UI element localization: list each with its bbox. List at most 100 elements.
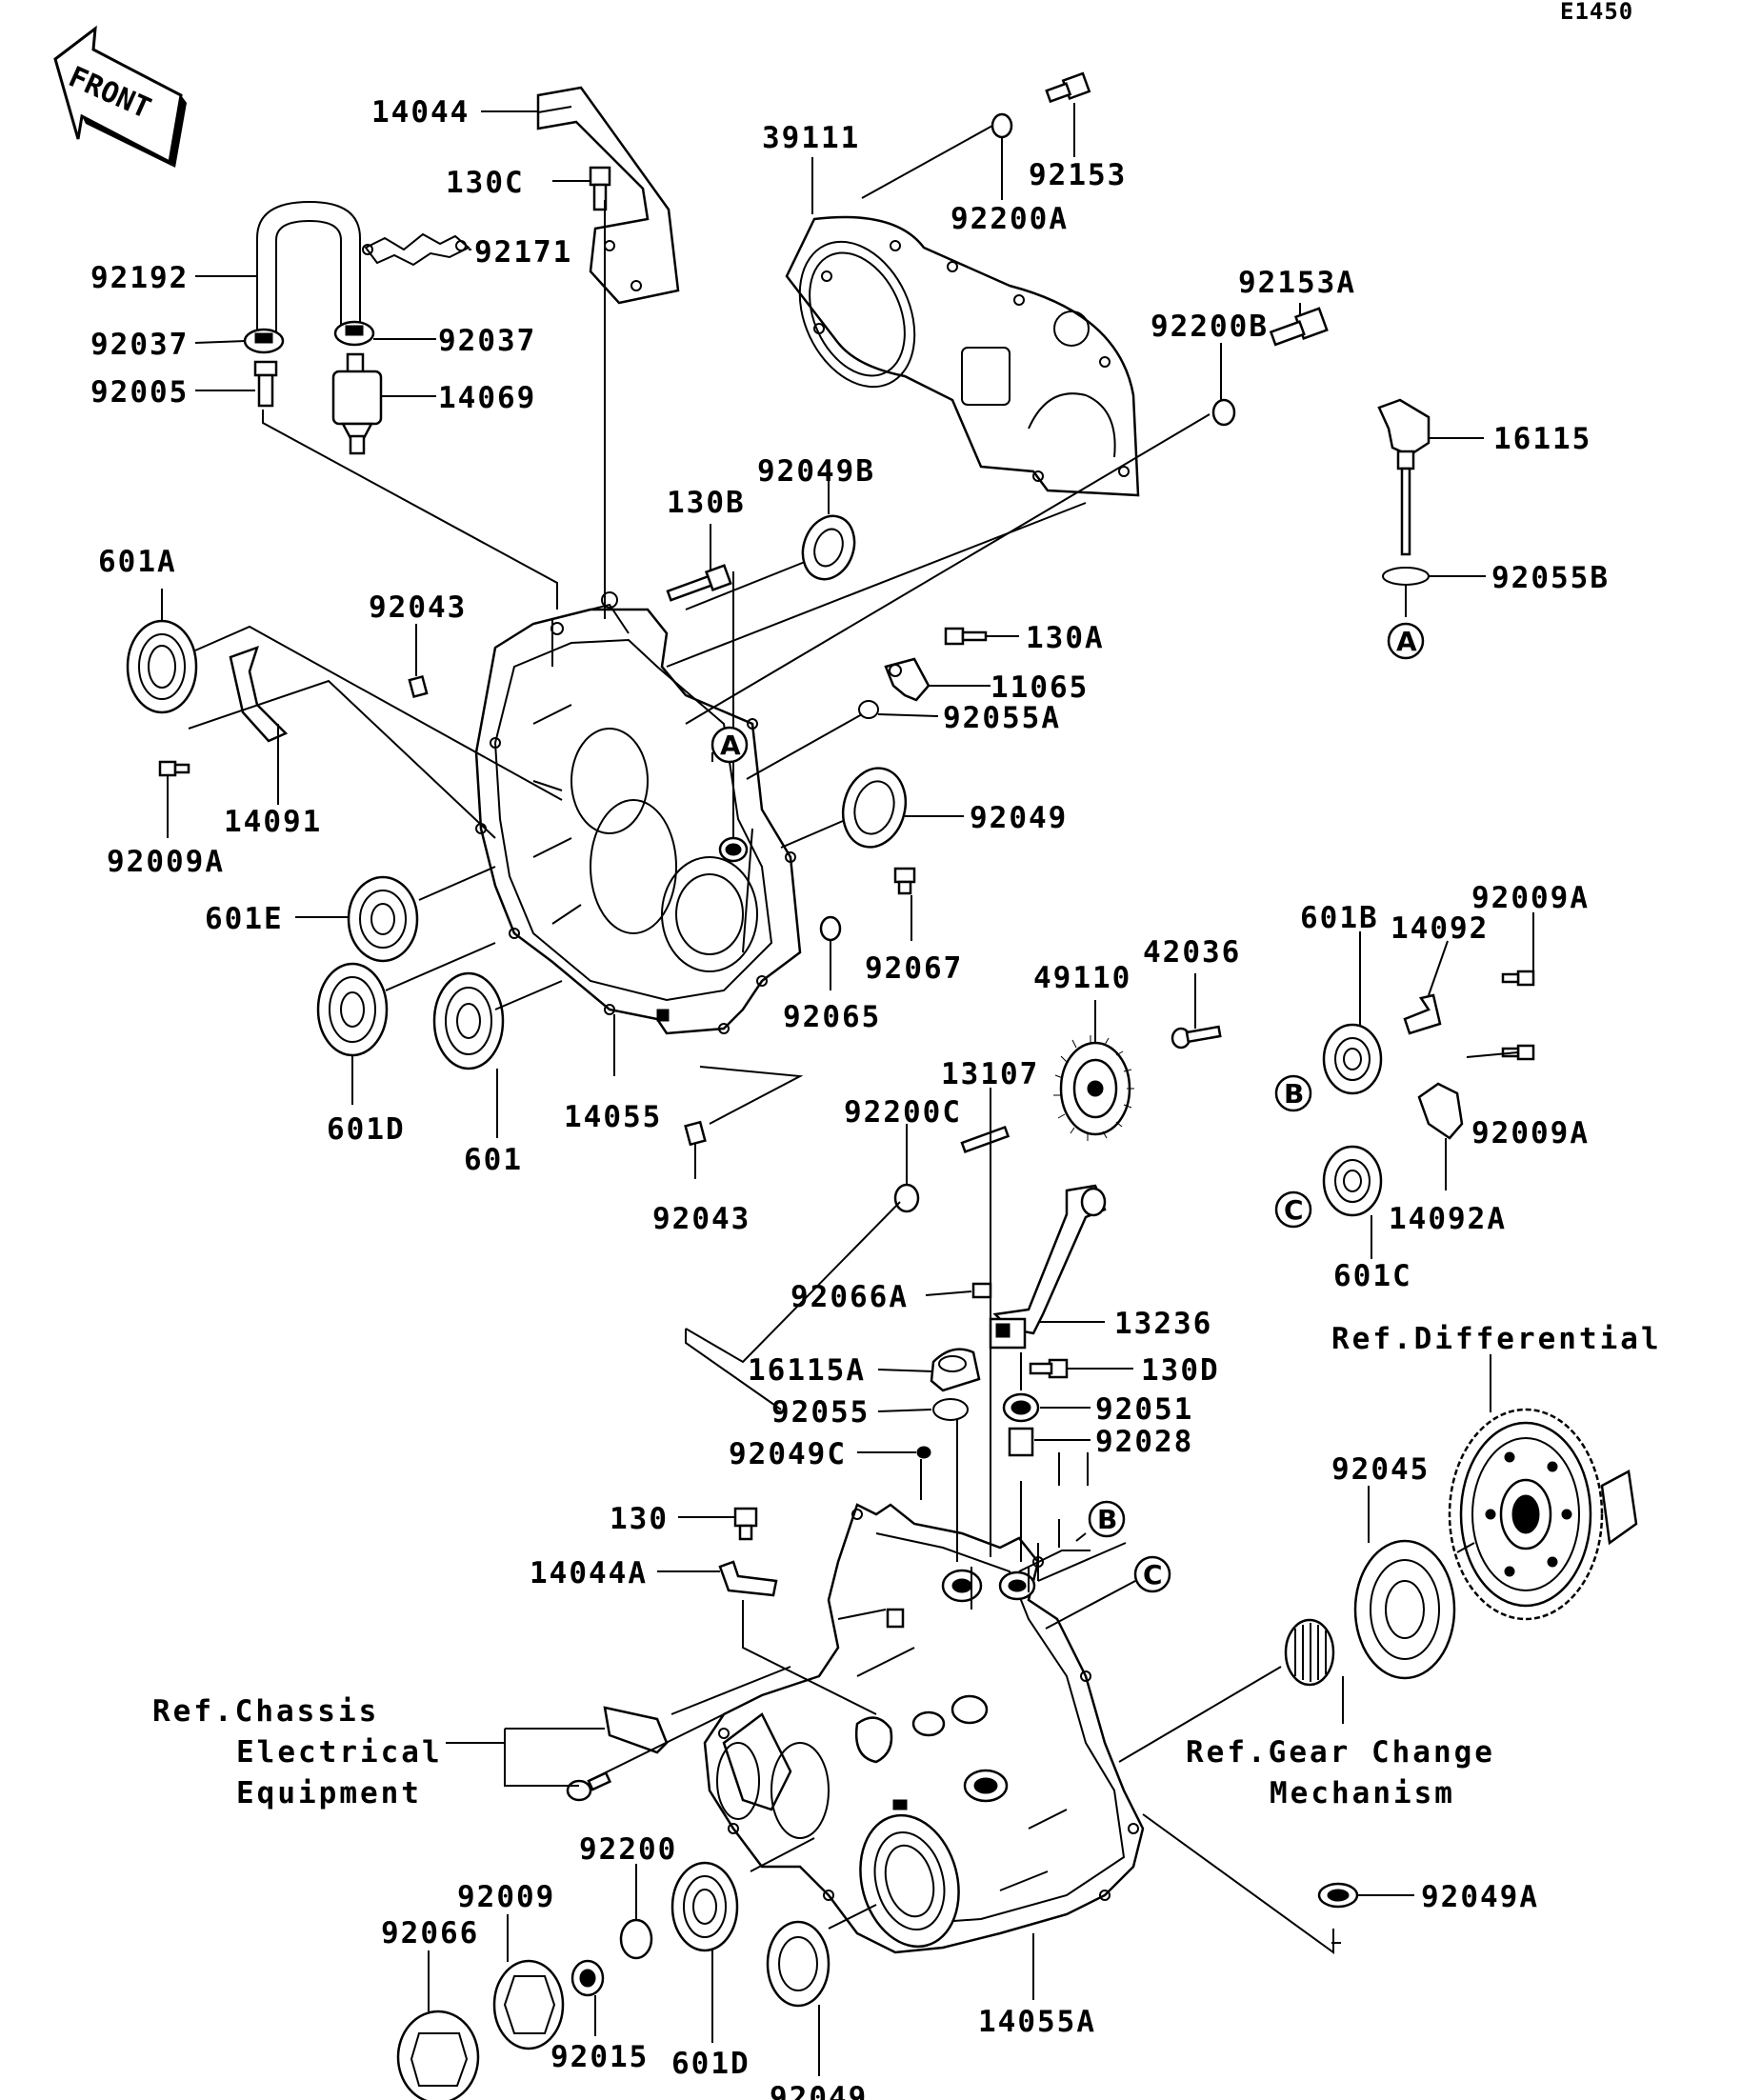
screw-92009A-right1-part	[1501, 970, 1535, 987]
bearing-601C-part	[1322, 1145, 1383, 1217]
label-92009A-right1: 92009A	[1471, 881, 1590, 915]
seal-92049-bottom-part	[766, 1920, 830, 2008]
gear-49110-part	[1053, 1035, 1134, 1141]
clamp-92171-part	[362, 232, 470, 267]
label-92009A-left: 92009A	[107, 845, 225, 879]
hose-92192-part	[256, 200, 361, 333]
seal-92009-part	[492, 1959, 565, 2050]
label-92200C: 92200C	[844, 1095, 962, 1130]
label-92055B: 92055B	[1491, 561, 1610, 595]
ref-chassis-line2: Electrical	[236, 1735, 443, 1770]
label-601D-bottom: 601D	[671, 2047, 750, 2081]
label-92037-right: 92037	[438, 324, 536, 358]
label-130C: 130C	[446, 166, 525, 200]
label-92009A-right2: 92009A	[1471, 1116, 1590, 1150]
shaft-13107-part	[960, 1125, 1011, 1153]
label-16115: 16115	[1493, 422, 1591, 456]
cap-92066-part	[396, 2010, 480, 2100]
seal-92049B-part	[801, 514, 856, 581]
label-601: 601	[464, 1143, 523, 1177]
label-14069: 14069	[438, 381, 536, 415]
label-601D-top: 601D	[327, 1112, 406, 1147]
label-92200: 92200	[579, 1832, 677, 1867]
label-92043-top: 92043	[369, 590, 467, 625]
label-92055A: 92055A	[943, 701, 1061, 735]
bolt-92153-part	[1045, 71, 1091, 104]
bracket-14044A-part	[718, 1560, 778, 1597]
label-92066A: 92066A	[790, 1280, 909, 1314]
washer-92200-part	[619, 1918, 653, 1960]
plug-92067-part	[893, 867, 916, 895]
label-92043-bottom: 92043	[652, 1202, 750, 1236]
bolt-130C-part	[589, 166, 611, 211]
dipstick-16115-part	[1377, 398, 1431, 556]
callout-C-lower: C	[1133, 1555, 1171, 1593]
bolt-130D-part	[1029, 1358, 1069, 1379]
label-92171: 92171	[474, 235, 572, 270]
label-92200A: 92200A	[951, 202, 1069, 236]
label-11065: 11065	[991, 670, 1089, 705]
callout-C-right: C	[1274, 1190, 1312, 1229]
bearing-601D-bottom-part	[670, 1861, 739, 1952]
screw-92009A-left-part	[158, 760, 190, 777]
label-92037-left: 92037	[90, 328, 189, 362]
label-92049-mid: 92049	[970, 801, 1068, 835]
label-92153: 92153	[1029, 158, 1127, 192]
label-92049C: 92049C	[729, 1437, 847, 1471]
bearing-601E-part	[347, 875, 419, 963]
label-601B: 601B	[1300, 901, 1379, 935]
bearing-601-part	[432, 971, 505, 1070]
front-arrow-icon: FRONT	[53, 25, 187, 168]
oring-92055-part	[932, 1398, 969, 1421]
crankcase-14055-part	[474, 591, 802, 1035]
plate-14091-part	[229, 645, 289, 743]
svg-text:C: C	[1143, 1559, 1163, 1590]
crankcase-14055A-part	[703, 1503, 1145, 1954]
svg-text:A: A	[720, 730, 741, 761]
label-92045: 92045	[1331, 1452, 1430, 1487]
pin-42036-part	[1171, 1025, 1222, 1050]
label-92005: 92005	[90, 375, 189, 410]
label-14092A: 14092A	[1389, 1202, 1507, 1236]
callout-B-right: B	[1274, 1074, 1312, 1112]
label-92066: 92066	[381, 1916, 479, 1950]
label-13107: 13107	[941, 1057, 1039, 1091]
label-130B: 130B	[667, 486, 746, 520]
label-13236: 13236	[1114, 1307, 1212, 1341]
bearing-601B-part	[1322, 1023, 1383, 1095]
label-92065: 92065	[783, 1000, 881, 1034]
clamp-92037-right-part	[333, 320, 375, 347]
label-14055: 14055	[564, 1100, 662, 1134]
label-92049A: 92049A	[1421, 1880, 1539, 1914]
oring-92049C-part	[916, 1446, 931, 1459]
label-92015: 92015	[550, 2040, 649, 2074]
label-14055A: 14055A	[978, 2005, 1096, 2039]
gear-change-sleeve-part	[1284, 1618, 1335, 1687]
bearing-601D-top-part	[316, 962, 389, 1057]
label-130: 130	[610, 1502, 669, 1536]
label-16115A: 16115A	[748, 1353, 866, 1388]
label-92153A: 92153A	[1238, 266, 1356, 300]
dowel-92043-top-part	[408, 674, 429, 699]
label-14092: 14092	[1391, 911, 1489, 946]
seal-92049-mid-part	[841, 767, 908, 849]
diagram-code: E1450	[1560, 0, 1633, 25]
reference-notes: Ref.Differential Ref.Chassis Electrical …	[152, 1322, 1659, 1810]
ref-chassis-line1: Ref.Chassis	[152, 1694, 379, 1729]
gasket-39111-part	[785, 215, 1140, 497]
label-14044: 14044	[371, 95, 470, 130]
nut-92015-part	[570, 1959, 605, 1997]
label-601C: 601C	[1333, 1259, 1412, 1293]
label-92049-bottom: 92049	[770, 2081, 868, 2100]
shift-arm-13236-part	[989, 1184, 1107, 1350]
cap-11065-part	[884, 657, 931, 702]
svg-text:C: C	[1284, 1194, 1304, 1226]
label-92009: 92009	[457, 1880, 555, 1914]
label-130D: 130D	[1141, 1353, 1220, 1388]
washer-92200B-part	[1211, 398, 1236, 427]
label-39111: 39111	[762, 121, 860, 155]
bolt-130A-part	[944, 627, 988, 646]
bolt-130-part	[733, 1507, 758, 1541]
